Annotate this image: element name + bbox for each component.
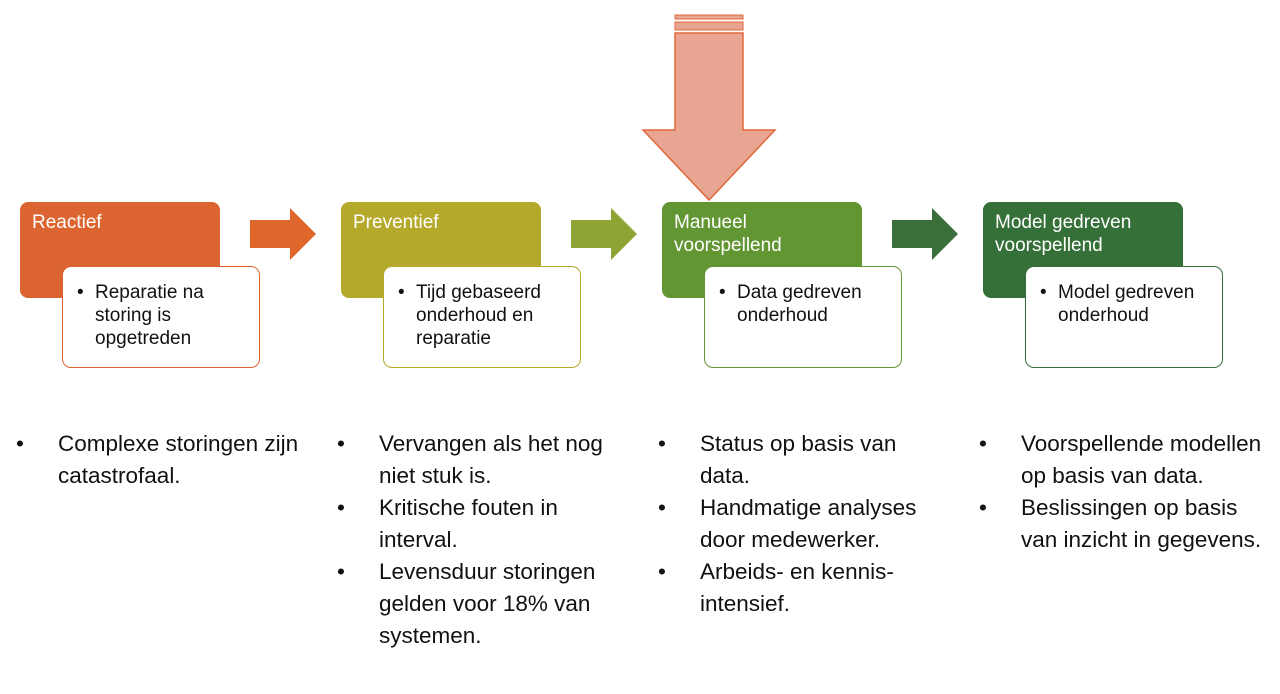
bullet: • <box>1040 282 1047 303</box>
note-text: Voorspellende modellen op basis van data… <box>1021 431 1262 488</box>
bullet: • <box>337 431 345 456</box>
detail-text: Reparatie na storing is opgetreden <box>95 282 204 349</box>
flow-arrow-icon <box>250 208 316 260</box>
note-text: Complexe storingen zijn catastrofaal. <box>58 431 299 488</box>
note-item: • Arbeids- en kennis-intensief. <box>658 556 948 620</box>
bullet: • <box>337 559 345 584</box>
note-item: • Beslissingen op basis van inzicht in ge… <box>979 492 1269 556</box>
bullet: • <box>658 495 666 520</box>
stage-notes-model: • Voorspellende modellen op basis van dat… <box>979 428 1269 556</box>
stage-notes-manueel: • Status op basis van data. • Handmatige an… <box>658 428 948 620</box>
note-item: • Handmatige analyses door medewerker. <box>658 492 948 556</box>
flow-arrow-icon <box>571 208 637 260</box>
stage-detail-manueel: • Data gedreven onderhoud <box>704 266 902 368</box>
bullet: • <box>398 282 405 303</box>
stage-notes-reactief: • Complexe storingen zijn catastrofaal. <box>16 428 306 492</box>
bullet: • <box>16 431 24 456</box>
note-text: Levensduur storingen gelden voor 18% van… <box>379 559 596 648</box>
detail-text: Model gedreven onderhoud <box>1058 282 1195 326</box>
note-item: • Voorspellende modellen op basis van dat… <box>979 428 1269 492</box>
note-text: Beslissingen op basis van inzicht in geg… <box>1021 495 1262 552</box>
bullet: • <box>979 431 987 456</box>
note-item: • Kritische fouten in interval. <box>337 492 627 556</box>
focus-down-arrow-icon <box>641 14 777 202</box>
stage-detail-preventief: • Tijd gebaseerd onderhoud en reparatie <box>383 266 581 368</box>
flow-arrow-icon <box>892 208 958 260</box>
detail-text: Tijd gebaseerd onderhoud en reparatie <box>416 282 541 349</box>
stage-notes-preventief: • Vervangen als het nog niet stuk is. • Kri… <box>337 428 627 652</box>
note-text: Arbeids- en kennis-intensief. <box>700 559 894 616</box>
bullet: • <box>719 282 726 303</box>
bullet: • <box>658 559 666 584</box>
bullet: • <box>337 495 345 520</box>
stage-detail-model: • Model gedreven onderhoud <box>1025 266 1223 368</box>
note-text: Status op basis van data. <box>700 431 897 488</box>
note-item: • Levensduur storingen gelden voor 18% va… <box>337 556 627 652</box>
note-item: • Complexe storingen zijn catastrofaal. <box>16 428 306 492</box>
bullet: • <box>77 282 84 303</box>
note-item: • Vervangen als het nog niet stuk is. <box>337 428 627 492</box>
stage-detail-reactief: • Reparatie na storing is opgetreden <box>62 266 260 368</box>
note-item: • Status op basis van data. <box>658 428 948 492</box>
note-text: Kritische fouten in interval. <box>379 495 558 552</box>
detail-text: Data gedreven onderhoud <box>737 282 862 326</box>
bullet: • <box>658 431 666 456</box>
bullet: • <box>979 495 987 520</box>
note-text: Vervangen als het nog niet stuk is. <box>379 431 603 488</box>
note-text: Handmatige analyses door medewerker. <box>700 495 917 552</box>
